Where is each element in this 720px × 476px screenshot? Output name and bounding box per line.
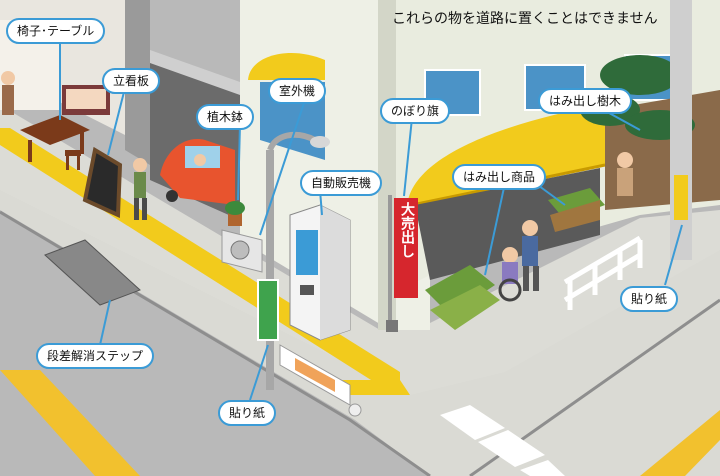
car xyxy=(160,139,235,205)
label-poster-right: 貼り紙 xyxy=(620,286,679,312)
side-awning xyxy=(248,52,325,80)
label-ac-unit: 室外機 xyxy=(268,78,327,104)
headline: これらの物を道路に置くことはできません xyxy=(392,11,658,27)
ac-unit xyxy=(221,229,263,273)
wheelchair-group xyxy=(498,220,539,302)
road-barrier xyxy=(279,344,362,417)
label-chairs-table: 椅子･テーブル xyxy=(6,18,106,44)
utility-pole xyxy=(670,0,692,260)
street-lamp xyxy=(266,131,330,390)
pole-poster xyxy=(257,279,279,341)
label-banner-flag: のぼり旗 xyxy=(380,98,451,124)
vending-machine xyxy=(289,204,351,341)
step-ramp xyxy=(44,239,141,306)
label-standing-sign: 立看板 xyxy=(102,68,161,94)
label-step-ramp: 段差解消ステップ xyxy=(36,343,155,369)
flag-text: 大売出し xyxy=(399,202,415,258)
crosswalk xyxy=(440,405,565,476)
old-man xyxy=(1,71,15,115)
label-protruding-goods: はみ出し商品 xyxy=(452,164,547,190)
label-planter: 植木鉢 xyxy=(196,104,255,130)
sidewalk xyxy=(0,110,720,476)
label-poster-left: 貼り紙 xyxy=(218,400,277,426)
woman xyxy=(617,152,633,196)
table-chairs xyxy=(20,115,90,170)
produce-display xyxy=(425,188,605,330)
road-line-right xyxy=(640,410,720,476)
planter-pot xyxy=(228,212,242,226)
road-line-left xyxy=(0,370,140,476)
banner-flag xyxy=(386,195,418,332)
standing-sign xyxy=(82,146,123,219)
pedestrian xyxy=(133,158,147,220)
guard-fence xyxy=(563,235,643,310)
label-vending-machine: 自動販売機 xyxy=(300,170,383,196)
label-protruding-tree: はみ出し樹木 xyxy=(538,88,633,114)
